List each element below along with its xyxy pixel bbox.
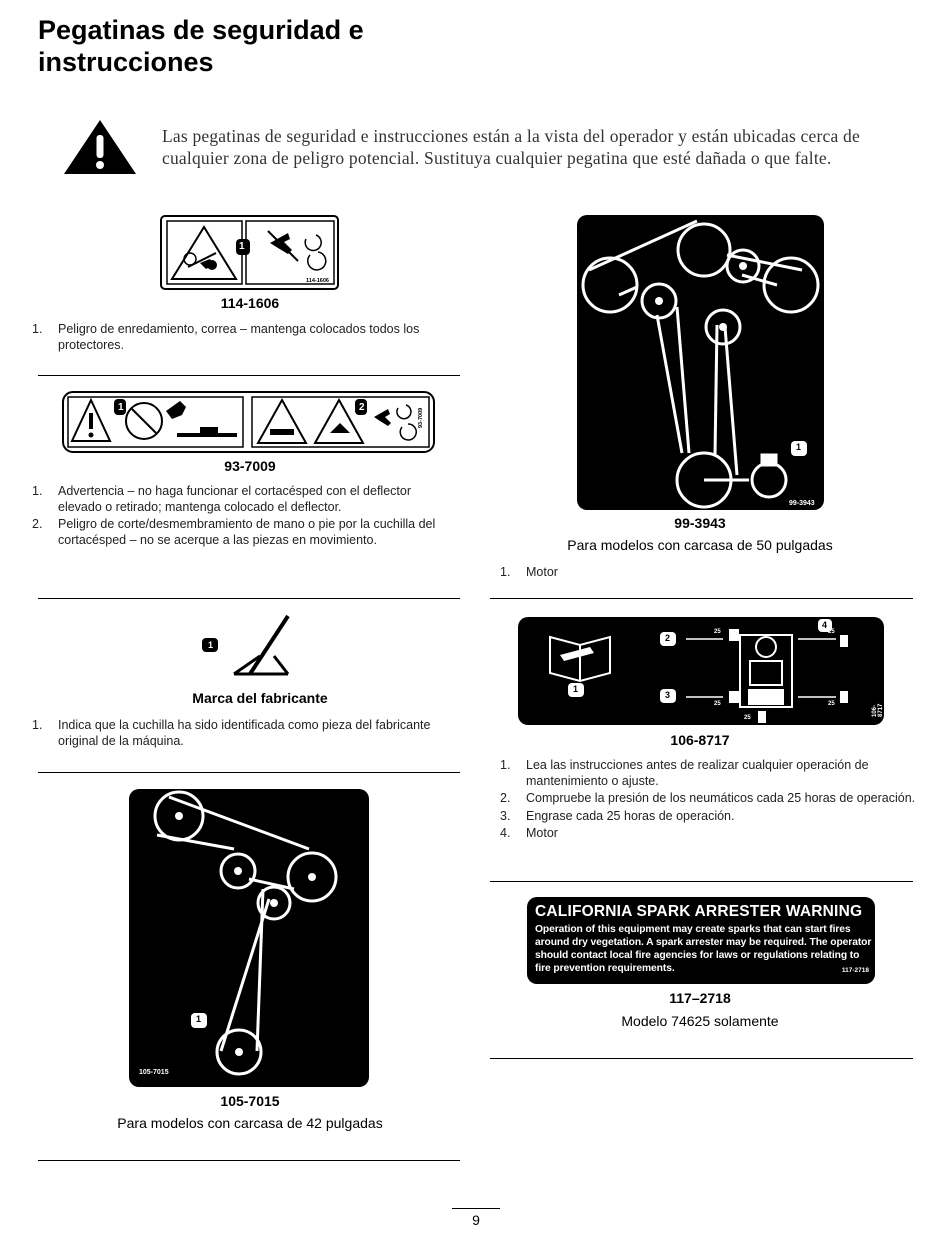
list-item: 1.Advertencia – no haga funcionar el cor… xyxy=(32,484,412,514)
decal-93-7009-list: 1.Advertencia – no haga funcionar el cor… xyxy=(20,484,445,550)
manufacturer-mark-label: Marca del fabricante xyxy=(192,690,328,706)
decal-99-3943-callout: 1 xyxy=(796,442,802,452)
decal-99-3943-small-code: 99-3943 xyxy=(789,500,815,507)
decal-114-1606-small-code: 114-1606 xyxy=(306,278,329,284)
list-item: 2.Peligro de corte/desmembramiento de ma… xyxy=(32,517,436,547)
warning-triangle-icon xyxy=(64,120,136,174)
decal-106-8717-callout-2: 2 xyxy=(665,633,671,643)
decal-93-7009-small-code: 93-7009 xyxy=(418,407,424,428)
title-line-2: instrucciones xyxy=(38,47,214,77)
decal-114-1606-code: 114-1606 xyxy=(220,295,280,311)
page-number: 9 xyxy=(472,1212,480,1228)
decal-99-3943-list: 1.Motor xyxy=(488,565,913,583)
manufacturer-mark-callout: 1 xyxy=(208,640,214,650)
divider xyxy=(490,881,913,882)
decal-106-8717-callout-4: 4 xyxy=(822,620,828,630)
decal-106-8717-hours-2: 25 xyxy=(828,629,835,635)
divider xyxy=(38,1160,460,1161)
decal-117-2718-small-code: 117-2718 xyxy=(841,967,869,974)
divider xyxy=(38,375,460,376)
decal-106-8717-hours-3: 25 xyxy=(714,701,721,707)
decal-93-7009-callout-2: 2 xyxy=(359,402,365,413)
divider xyxy=(490,598,913,599)
decal-106-8717-hours-4: 25 xyxy=(828,701,835,707)
decal-105-7015-small-code: 105-7015 xyxy=(139,1069,169,1076)
decal-105-7015-code: 105-7015 xyxy=(220,1093,280,1109)
warning-body: Operation of this equipment may create s… xyxy=(535,924,872,974)
decal-106-8717-list: 1.Lea las instrucciones antes de realiza… xyxy=(488,758,918,844)
decal-99-3943-code: 99-3943 xyxy=(674,515,726,531)
warning-heading: CALIFORNIA SPARK ARRESTER WARNING xyxy=(535,903,863,920)
list-item: 1.Indica que la cuchilla ha sido identif… xyxy=(32,718,431,748)
decal-105-7015-caption: Para modelos con carcasa de 42 pulgadas xyxy=(117,1115,383,1131)
decal-114-1606-image xyxy=(160,215,339,290)
decal-117-2718-image: CALIFORNIA SPARK ARRESTER WARNING Operat… xyxy=(527,897,875,984)
intro-text: Las pegatinas de seguridad e instruccion… xyxy=(162,126,860,168)
list-item: 1.Lea las instrucciones antes de realiza… xyxy=(500,758,869,788)
decal-106-8717-small-code: 106-8717 xyxy=(872,703,884,717)
page-title: Pegatinas de seguridad e instrucciones xyxy=(38,14,364,78)
list-item: 1.Motor xyxy=(500,565,558,579)
decal-105-7015-image: 1 105-7015 xyxy=(129,789,369,1087)
decal-93-7009-callout-1: 1 xyxy=(118,402,124,413)
decal-106-8717-hours-1: 25 xyxy=(714,629,721,635)
divider xyxy=(38,772,460,773)
decal-114-1606-list: 1.Peligro de enredamiento, correa – mant… xyxy=(20,322,445,355)
title-line-1: Pegatinas de seguridad e xyxy=(38,15,364,45)
decal-106-8717-image: 1 2 3 4 25 25 25 25 25 106-8717 xyxy=(518,617,884,725)
decal-105-7015-callout: 1 xyxy=(196,1014,202,1024)
decal-106-8717-callout-3: 3 xyxy=(665,690,671,700)
decal-106-8717-code: 106-8717 xyxy=(670,732,730,748)
list-item: 1.Peligro de enredamiento, correa – mant… xyxy=(32,322,420,352)
list-item: 2.Compruebe la presión de los neumáticos… xyxy=(500,791,916,805)
decal-99-3943-image: 1 99-3943 xyxy=(577,215,824,510)
decal-106-8717-hours-5: 25 xyxy=(744,715,751,721)
decal-117-2718-code: 117–2718 xyxy=(669,990,731,1006)
manufacturer-mark-list: 1.Indica que la cuchilla ha sido identif… xyxy=(20,718,445,751)
decal-114-1606-callout: 1 xyxy=(239,241,245,252)
divider xyxy=(490,1058,913,1059)
manufacturer-mark-icon xyxy=(202,614,290,676)
decal-106-8717-callout-1: 1 xyxy=(573,684,579,694)
list-item: 3.Engrase cada 25 horas de operación. xyxy=(500,808,735,823)
decal-99-3943-caption: Para modelos con carcasa de 50 pulgadas xyxy=(567,537,833,553)
decal-117-2718-caption: Modelo 74625 solamente xyxy=(621,1013,779,1029)
decal-93-7009-code: 93-7009 xyxy=(224,458,276,474)
list-item: 4.Motor xyxy=(500,826,558,840)
decal-93-7009-image xyxy=(62,391,435,453)
page-number-rule xyxy=(452,1208,500,1209)
divider xyxy=(38,598,460,599)
